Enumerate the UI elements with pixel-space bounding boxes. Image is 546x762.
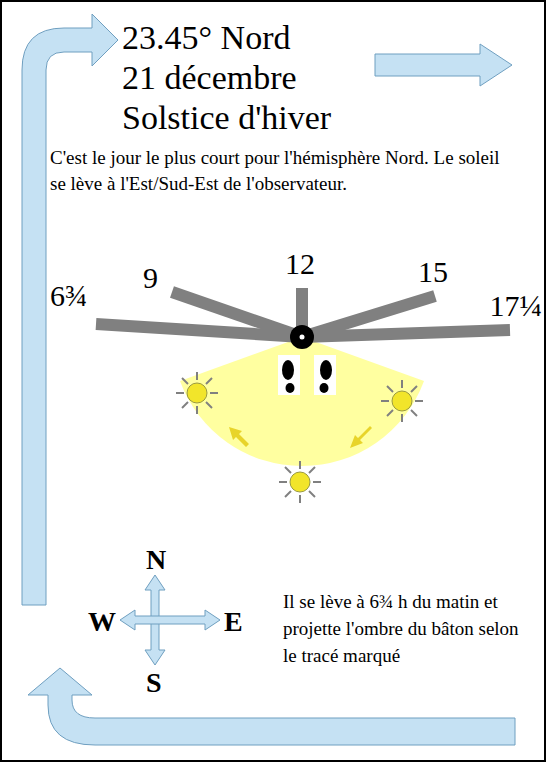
sun-icon [381,380,423,422]
title-line: Solstice d'hiver [122,100,331,136]
compass-letter: N [146,545,166,574]
compass-letter: W [88,607,116,636]
shadow-line [302,330,510,337]
cycle-arrow-bottom [28,668,515,745]
hour-label: 9 [143,262,158,294]
title-line: 21 décembre [122,60,297,96]
sun-icon [176,372,218,414]
footprint [320,360,332,380]
sunrise-note: Il se lève à 6¾ h du matin et projette l… [283,588,528,669]
intro-note: C'est le jour le plus court pour l'hémis… [50,145,520,197]
title-line: 23.45° Nord [122,20,290,56]
gnomon-stick [290,325,314,349]
sun-icon [279,461,321,503]
compass-letter: S [146,668,162,697]
sun-path-sector [180,337,424,466]
compass-arrow [120,610,220,630]
sun-motion-arrows [229,426,372,448]
foot-box [314,355,336,395]
motion-arrow [229,427,249,447]
compass-letter: E [224,607,243,636]
hour-label: 17¼ [490,290,543,322]
cycle-arrow-left [22,14,118,605]
footprint [286,383,295,393]
shadow-line [172,292,302,337]
motion-arrow [350,426,372,448]
gnomon-center [300,335,305,340]
hour-label: 12 [285,248,315,280]
footprint [282,360,294,380]
hour-label: 15 [418,256,448,288]
cycle-arrow-top [375,44,512,86]
hour-label: 6¾ [50,280,88,312]
footprint [320,383,329,393]
foot-box [278,355,300,395]
